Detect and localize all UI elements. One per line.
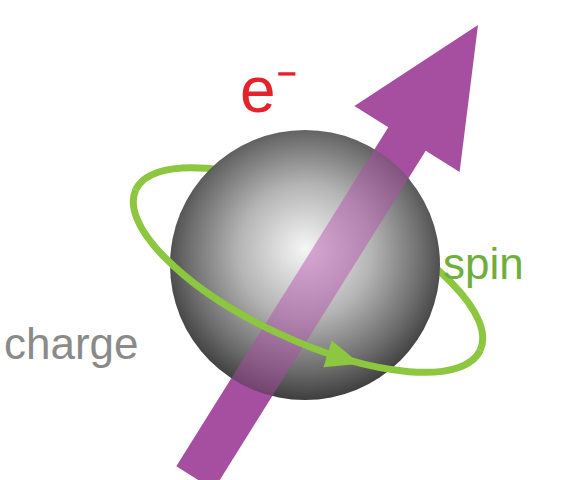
spin-loop-front [101, 190, 480, 424]
spin-label: spin [443, 242, 524, 286]
charge-label: charge [4, 322, 139, 366]
spin-axis-overlay [176, 127, 425, 480]
particle-symbol: e⁻ [240, 58, 298, 122]
